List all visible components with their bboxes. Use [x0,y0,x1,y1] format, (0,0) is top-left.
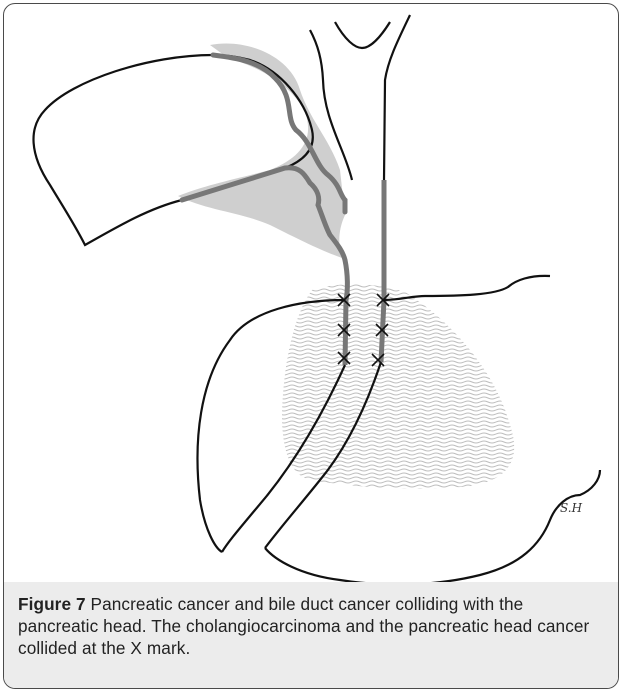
gallbladder-tumor-shadow [178,43,345,258]
figure-caption: Figure 7 Pancreatic cancer and bile duct… [18,593,604,659]
figure-label: Figure 7 [18,594,86,614]
caption-box: Figure 7 Pancreatic cancer and bile duct… [4,582,618,688]
hepatic-confluence [335,22,390,48]
bile-duct-wall-left [345,260,347,365]
bile-duct-wall-right [381,180,384,362]
pancreatic-tumor-region [282,284,514,489]
hepatic-duct-right [384,15,410,180]
figure-caption-text: Pancreatic cancer and bile duct cancer c… [18,594,589,658]
artist-signature: S.H [560,501,583,515]
